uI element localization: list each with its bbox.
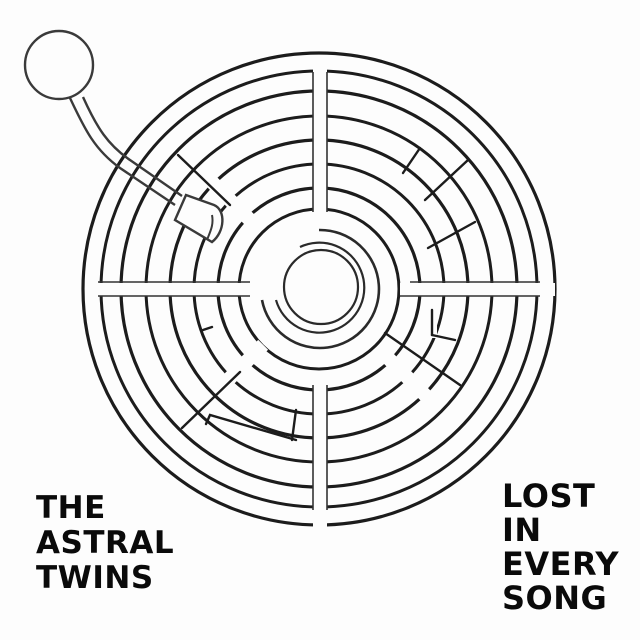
- center-spiral: [260, 228, 381, 350]
- album-line: IN: [502, 511, 542, 549]
- channel-edges: [98, 72, 540, 510]
- maze-rings: [81, 51, 557, 527]
- maze-walls: [176, 146, 477, 442]
- album-title: LOST IN EVERY SONG: [502, 479, 619, 615]
- album-line: LOST: [502, 477, 596, 515]
- album-line: EVERY: [502, 545, 620, 583]
- artist-name: THE ASTRAL TWINS: [36, 491, 174, 596]
- artist-line: THE: [36, 490, 106, 526]
- tonearm: [23, 29, 224, 244]
- album-line: SONG: [502, 579, 608, 617]
- artist-line: TWINS: [36, 560, 154, 596]
- artist-line: ASTRAL: [36, 525, 175, 561]
